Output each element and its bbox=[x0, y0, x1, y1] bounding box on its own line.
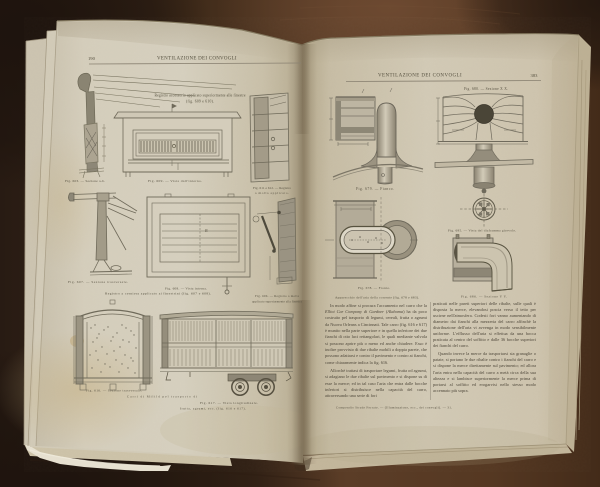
svg-text:Fig. 686. — Sezione Y Y.: Fig. 686. — Sezione Y Y. bbox=[461, 295, 507, 299]
svg-text:frutta, agrumi, ecc. (fig. 616: frutta, agrumi, ecc. (fig. 616 e 617). bbox=[180, 407, 246, 412]
svg-text:Fig. 679. — Fianco.: Fig. 679. — Fianco. bbox=[356, 187, 394, 191]
svg-text:Fig. 607. — Sezione trasversal: Fig. 607. — Sezione trasversale. bbox=[68, 280, 128, 284]
svg-text:a molla applicato.: a molla applicato. bbox=[255, 191, 289, 195]
svg-text:Apparecchio dell'aria della co: Apparecchio dell'aria della corrente (fi… bbox=[335, 296, 419, 300]
svg-text:Fig. 609. — Vista dall'interno: Fig. 609. — Vista dall'interno. bbox=[148, 179, 202, 183]
svg-text:B: B bbox=[205, 228, 208, 233]
svg-text:Fig. 617. — Vista longitudinal: Fig. 617. — Vista longitudinale. bbox=[200, 401, 258, 405]
svg-text:Registro a cerniera applicato: Registro a cerniera applicato ai finestr… bbox=[105, 292, 211, 296]
svg-text:VENTILAZIONE DEI CONVOGLI: VENTILAZIONE DEI CONVOGLI bbox=[157, 57, 237, 62]
svg-text:(fig. 609 e 610).: (fig. 609 e 610). bbox=[186, 100, 214, 104]
svg-text:190: 190 bbox=[88, 56, 96, 61]
svg-text:Fig. 685. — Vista del diaframm: Fig. 685. — Vista del diaframma girevole… bbox=[448, 229, 516, 233]
svg-text:Fig. 680. — Sezione X X.: Fig. 680. — Sezione X X. bbox=[464, 87, 508, 91]
svg-text:Compendio Strade Ferrate. — (I: Compendio Strade Ferrate. — (Illuminazio… bbox=[336, 406, 452, 411]
svg-text:Registro accessorio applicato: Registro accessorio applicato superiorme… bbox=[155, 94, 246, 98]
svg-text:Fig. 608. — Vista interna.: Fig. 608. — Vista interna. bbox=[165, 287, 207, 291]
svg-text:Fig. 611 e 612. — Registro: Fig. 611 e 612. — Registro bbox=[253, 186, 291, 190]
svg-text:VENTILAZIONE DEI CONVOGLI: VENTILAZIONE DEI CONVOGLI bbox=[378, 74, 462, 79]
svg-text:Fig. 606. — Registro a molla: Fig. 606. — Registro a molla bbox=[255, 294, 300, 298]
svg-text:Fig. 678. — Fronte.: Fig. 678. — Fronte. bbox=[358, 286, 390, 290]
svg-text:Fig. 603. — Sezione a-b.: Fig. 603. — Sezione a-b. bbox=[65, 179, 105, 183]
svg-text:Carri di Milild pel trasporto: Carri di Milild pel trasporto di bbox=[127, 395, 197, 399]
svg-text:applicato superiormente alla f: applicato superiormente alla finestra bbox=[252, 300, 303, 304]
svg-text:Fig. 616. — Sezione trasversal: Fig. 616. — Sezione trasversale. bbox=[86, 389, 142, 393]
svg-text:383: 383 bbox=[531, 73, 539, 78]
